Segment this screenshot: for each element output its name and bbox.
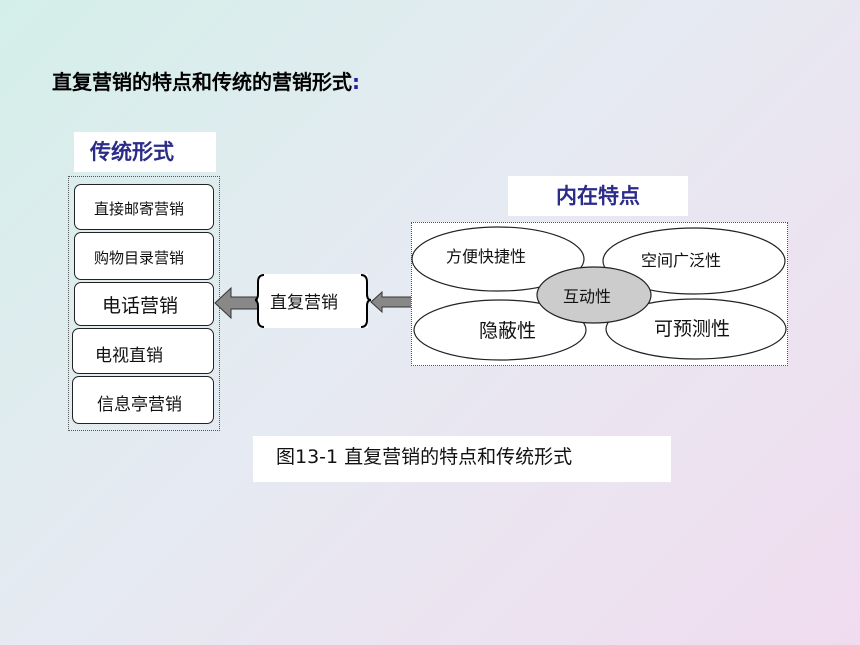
page-heading: 直复营销的特点和传统的营销形式: [52, 66, 360, 95]
heading-colon: : [352, 70, 360, 94]
trait-ellipse-convenience [411, 226, 585, 292]
traditional-item-catalog: 购物目录营销 [74, 232, 214, 280]
traditional-item-tv: 电视直销 [72, 328, 214, 374]
traits-venn-diagram: 方便快捷性 空间广泛性 互动性 隐蔽性 可预测性 [411, 226, 787, 361]
trait-label-convenience: 方便快捷性 [446, 247, 526, 266]
center-box [258, 274, 368, 328]
trait-ellipse-privacy [413, 299, 587, 361]
center-label: 直复营销 [270, 293, 338, 313]
figure-caption-box [253, 436, 671, 482]
left-arrow-icon [370, 291, 414, 313]
trait-ellipse-interactivity [536, 266, 652, 324]
center-braces [255, 274, 372, 328]
trait-label-privacy: 隐蔽性 [479, 320, 536, 342]
left-arrow-icon [214, 286, 260, 320]
trait-label-interactivity: 互动性 [563, 287, 611, 306]
trait-label-predictability: 可预测性 [654, 318, 730, 340]
traditional-item-telephone: 电话营销 [74, 282, 214, 326]
heading-text: 直复营销的特点和传统的营销形式 [52, 70, 352, 94]
inner-traits-label: 内在特点 [508, 176, 688, 216]
trait-ellipse-predictability [605, 298, 787, 360]
traditional-forms-label: 传统形式 [74, 132, 216, 172]
trait-label-space: 空间广泛性 [641, 251, 721, 270]
traditional-item-direct-mail: 直接邮寄营销 [74, 184, 214, 230]
traditional-item-kiosk: 信息亭营销 [72, 376, 214, 424]
figure-caption: 图13-1 直复营销的特点和传统形式 [276, 446, 573, 468]
trait-ellipse-space [602, 227, 786, 295]
